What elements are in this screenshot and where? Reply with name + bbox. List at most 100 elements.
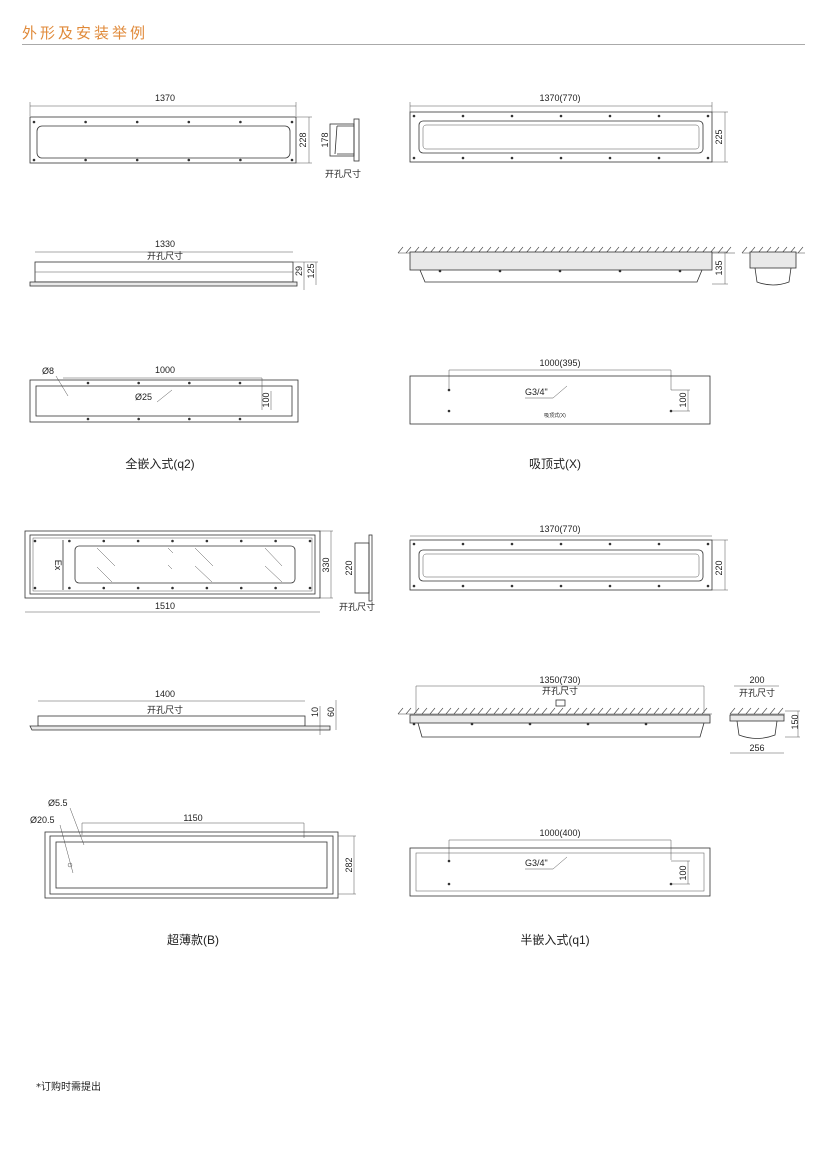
hatch-stroke <box>429 707 436 715</box>
q1-back-view: 1000(400) G3/4" 100 <box>409 828 711 897</box>
hatch-stroke <box>509 707 516 715</box>
hole-diameter: Ø8 <box>42 366 54 376</box>
mounting-hole <box>187 158 191 162</box>
mounting-hole <box>68 586 71 590</box>
hatch-stroke <box>469 707 476 715</box>
hatch-stroke <box>453 707 460 715</box>
mounting-hole <box>136 586 140 590</box>
dim-cutout-height: 178 <box>320 132 330 147</box>
mounting-hole <box>559 584 563 588</box>
dim-height: 282 <box>344 857 354 872</box>
b-side-view: 1400 开孔尺寸 10 60 <box>29 689 337 735</box>
mounting-hole <box>32 120 36 124</box>
cutout-label: 开孔尺寸 <box>147 704 183 715</box>
mounting-hole <box>498 269 502 273</box>
mounting-hole <box>86 417 90 421</box>
mounting-hole <box>136 539 140 543</box>
mounting-hole <box>657 156 661 160</box>
hatch-stroke <box>729 707 736 715</box>
mounting-hole <box>618 269 622 273</box>
mounting-hole <box>586 722 590 726</box>
hatch-stroke <box>493 707 500 715</box>
mounting-hole <box>238 417 242 421</box>
hatch-stroke <box>445 707 452 715</box>
dim-a: 10 <box>310 707 320 717</box>
mounting-hole <box>461 584 465 588</box>
b-front-view: Ex 330 1510 220 开孔尺寸 <box>24 530 375 613</box>
footer-note: *订购时需提出 <box>36 1082 101 1093</box>
mounting-hole <box>412 114 416 118</box>
cutout-label: 开孔尺寸 <box>325 168 361 179</box>
hatch-stroke <box>533 707 540 715</box>
mounting-hole <box>447 882 451 886</box>
hatch-stroke <box>485 707 492 715</box>
mounting-hole <box>559 542 563 546</box>
mounting-hole <box>669 409 673 413</box>
hatch-stroke <box>761 707 768 715</box>
dim-length: 1370(770) <box>539 524 580 534</box>
mounting-holes <box>32 120 294 162</box>
mounting-hole <box>137 417 140 421</box>
mounting-hole <box>657 114 661 118</box>
hatch-stroke <box>413 707 420 715</box>
hatch-stroke <box>645 707 652 715</box>
hatch-stroke <box>405 246 412 254</box>
mounting-hole <box>188 381 191 385</box>
mounting-hole <box>205 586 209 590</box>
ceiling-hatch <box>397 707 712 715</box>
caption-q2: 全嵌入式(q2) <box>125 456 194 471</box>
mounting-hole <box>608 114 612 118</box>
mounting-hole <box>412 584 416 588</box>
dim-length: 1350(730) <box>539 675 580 685</box>
dim-height: 135 <box>714 260 724 275</box>
mounting-hole <box>608 584 612 588</box>
dim-vertical: 100 <box>678 865 688 880</box>
mounting-holes <box>447 859 673 886</box>
hatch-stroke <box>685 707 692 715</box>
caption-x: 吸顶式(X) <box>529 457 581 471</box>
mounting-hole <box>678 269 682 273</box>
hatch-stroke <box>769 707 776 715</box>
hatch-stroke <box>421 707 428 715</box>
mounting-hole <box>239 158 242 162</box>
mounting-hole <box>239 539 243 543</box>
mounting-hole <box>308 539 312 543</box>
hatch-stroke <box>573 707 580 715</box>
mounting-hole <box>102 539 106 543</box>
gland-diameter: Ø25 <box>135 392 152 402</box>
hatch-stroke <box>677 707 684 715</box>
mounting-hole <box>412 722 416 726</box>
hatch-stroke <box>605 707 612 715</box>
mounting-hole <box>559 114 563 118</box>
mounting-holes <box>447 388 673 413</box>
hatch-stroke <box>477 707 484 715</box>
mounting-holes <box>412 722 648 726</box>
hatch-stroke <box>461 707 468 715</box>
dim-height: 220 <box>714 560 724 575</box>
hatch-stroke <box>753 707 760 715</box>
dim-spacing: 1150 <box>183 813 202 823</box>
mounting-hole <box>274 539 277 543</box>
dim-cutout-height: 220 <box>344 560 354 575</box>
mounting-hole <box>510 542 514 546</box>
cutout-label: 开孔尺寸 <box>542 685 578 696</box>
mounting-hole <box>528 722 532 726</box>
dim-length: 1330 <box>155 239 175 249</box>
q2-back-view: Ø8 1000 Ø25 100 <box>29 365 299 423</box>
mounting-hole <box>171 586 174 590</box>
hole-large: Ø20.5 <box>30 815 55 825</box>
q1-side-view: 1350(730) 开孔尺寸 200 开孔尺寸 256 150 <box>397 675 800 754</box>
dim-length: 1400 <box>155 689 175 699</box>
mounting-holes <box>33 539 312 590</box>
mounting-hole <box>657 542 661 546</box>
dim-height: 330 <box>321 557 331 572</box>
mount-label: 吸顶式(X) <box>544 412 566 419</box>
hatch-stroke <box>653 707 660 715</box>
hatch-stroke <box>525 707 532 715</box>
mounting-hole <box>274 586 277 590</box>
mounting-hole <box>86 381 90 385</box>
hatch-stroke <box>737 707 744 715</box>
hatch-stroke <box>397 707 404 715</box>
q2-front-view: 1370 228 178 开孔尺寸 <box>29 93 361 179</box>
